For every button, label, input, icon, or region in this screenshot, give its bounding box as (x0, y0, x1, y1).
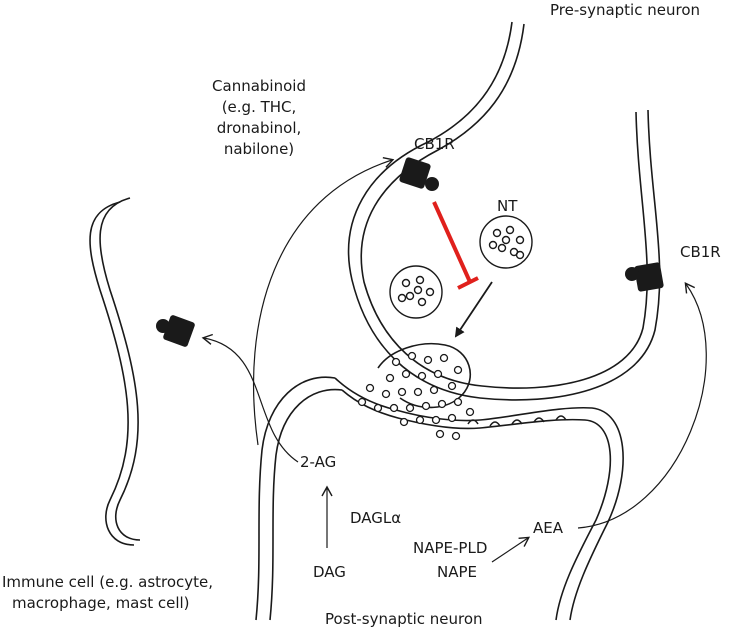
nape-label: NAPE (437, 563, 478, 581)
cb1r-label-left: CB1R (414, 135, 455, 153)
cb1r-receptor-immune-cell (156, 315, 195, 347)
immune-cell-membrane (89, 197, 141, 546)
pre-synaptic-label: Pre-synaptic neuron (550, 1, 700, 19)
cannabinoid-arrow (252, 157, 395, 446)
immune-cell-line-2: macrophage, mast cell) (12, 594, 190, 612)
cannabinoid-line-3: dronabinol, (216, 119, 302, 137)
cb1r-receptor-presynaptic-right (625, 262, 664, 292)
cannabinoid-line-2: (e.g. THC, (221, 98, 297, 116)
aea-label: AEA (533, 519, 563, 537)
immune-cell-line-1: Immune cell (e.g. astrocyte, (2, 573, 214, 591)
nape-to-aea-arrow (491, 536, 531, 563)
cannabinoid-label: Cannabinoid (e.g. THC, dronabinol, nabil… (194, 76, 324, 160)
post-synaptic-label: Post-synaptic neuron (325, 610, 483, 628)
nt-label: NT (497, 197, 518, 215)
immune-cell-label: Immune cell (e.g. astrocyte, macrophage,… (2, 572, 213, 614)
two-ag-label: 2-AG (300, 453, 337, 471)
cb1r-label-right: CB1R (680, 243, 721, 261)
nt-release-arrow (454, 281, 493, 338)
nt-vesicle-lower (389, 265, 443, 319)
cb1r-receptor-presynaptic-left (399, 157, 439, 191)
nt-vesicle-upper (479, 215, 533, 269)
cannabinoid-line-4: nabilone) (223, 140, 295, 158)
cannabinoid-line-1: Cannabinoid (212, 77, 306, 95)
inhibition-indicator (432, 201, 479, 290)
dag-label: DAG (313, 563, 346, 581)
fusing-vesicle (377, 343, 472, 409)
post-synaptic-membrane (255, 376, 624, 621)
dagla-label: DAGLα (350, 509, 402, 527)
aea-to-cb1r-arrow (577, 282, 707, 529)
nape-pld-label: NAPE-PLD (413, 539, 488, 557)
released-nt-particles (357, 351, 475, 441)
two-ag-to-immune-arrow (201, 333, 299, 463)
